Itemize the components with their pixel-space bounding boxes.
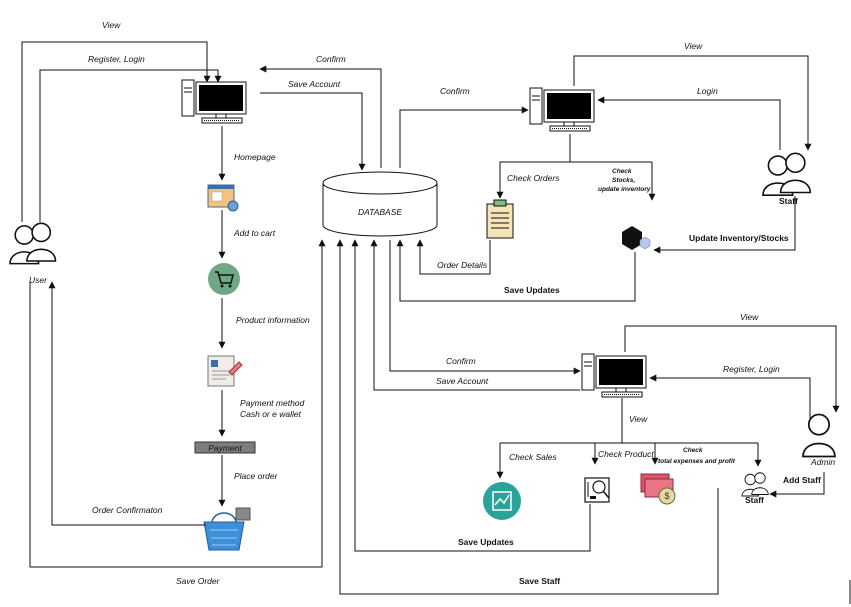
payment-button-label: Payment: [208, 443, 242, 453]
staff-save-updates-label: Save Updates: [504, 285, 560, 295]
check-orders-arrow: [496, 161, 570, 199]
payment-button[interactable]: [194, 441, 256, 454]
cart-icon: [208, 263, 240, 295]
admin-save-updates-label: Save Updates: [458, 537, 514, 547]
money-icon: $: [640, 473, 676, 505]
database-label: DATABASE: [358, 207, 402, 217]
place-order-label: Place order: [234, 471, 279, 481]
view-arrow-user: [21, 41, 211, 222]
save-account-user-label: Save Account: [288, 79, 341, 89]
save-account-arrow-user: [260, 92, 366, 171]
confirm-arrow-admin: [389, 240, 581, 375]
check-expenses-label-1: Check: [683, 447, 703, 454]
check-stocks-label-1: Check: [612, 168, 632, 175]
order-confirmation-arrow: [48, 281, 206, 526]
admin-register-login-label: Register, Login: [723, 364, 780, 374]
add-staff-arrow: [769, 472, 825, 498]
staff-login-label: Login: [697, 86, 718, 96]
view-arrow-admin: [624, 325, 840, 413]
save-order-label: Save Order: [176, 576, 221, 586]
product-information-label: Product information: [236, 315, 310, 325]
login-arrow-staff: [597, 96, 781, 150]
save-account-admin-label: Save Account: [436, 376, 489, 386]
admin-view-top-label: View: [740, 312, 759, 322]
save-updates-arrow-admin: [351, 239, 591, 552]
staff-bottom-icon: [742, 473, 768, 496]
save-account-arrow-admin: [370, 239, 580, 391]
save-order-arrow: [29, 239, 326, 568]
inventory-boxes-icon: [622, 226, 651, 250]
user-actor-label: User: [29, 275, 48, 285]
add-to-cart-label: Add to cart: [233, 228, 276, 238]
admin-actor-icon: [802, 413, 836, 458]
admin-computer-icon[interactable]: [581, 353, 647, 398]
user-view-label: View: [102, 20, 121, 30]
order-details-arrow: [416, 239, 491, 275]
save-staff-label: Save Staff: [519, 576, 560, 586]
check-expenses-label-2: total expenses and profit: [658, 458, 736, 465]
confirm-arrow-staff: [399, 106, 529, 168]
update-inventory-arrow: [653, 196, 796, 254]
check-product-label: Check Product: [598, 449, 654, 459]
confirm-staff-label: Confirm: [440, 86, 470, 96]
product-search-icon: [584, 477, 610, 503]
register-login-arrow-admin: [649, 374, 811, 420]
homepage-label: Homepage: [234, 152, 276, 162]
check-stocks-label-3: update inventory: [598, 186, 651, 193]
user-actor-icon: [10, 223, 56, 263]
check-stocks-label-2: Stocks,: [612, 177, 635, 184]
check-orders-label: Check Orders: [507, 173, 560, 183]
add-staff-label: Add Staff: [783, 475, 821, 485]
order-confirmation-label: Order Confirmaton: [92, 505, 163, 515]
product-info-icon: [207, 355, 243, 387]
staff-view-label: View: [684, 41, 703, 51]
view-arrow-staff: [573, 55, 812, 151]
payment-method-label-1: Payment method: [240, 398, 305, 408]
check-sales-label: Check Sales: [509, 452, 557, 462]
user-computer-icon[interactable]: [181, 79, 247, 124]
sales-chart-icon: [483, 482, 521, 520]
basket-icon: [203, 507, 251, 551]
confirm-admin-label: Confirm: [446, 356, 476, 366]
staff-computer-icon[interactable]: [529, 87, 595, 132]
user-register-login-label: Register, Login: [88, 54, 145, 64]
database-icon: [322, 171, 438, 237]
confirm-arrow-user: [259, 65, 382, 168]
update-inventory-label: Update Inventory/Stocks: [689, 233, 789, 243]
payment-method-label-2: Cash or e wallet: [240, 409, 302, 419]
clipboard-icon: [486, 199, 514, 239]
admin-actor-label: Admin: [810, 457, 835, 467]
svg-text:$: $: [664, 491, 669, 501]
confirm-user-label: Confirm: [316, 54, 346, 64]
register-login-arrow-user: [39, 69, 222, 222]
staff-branch-line: [569, 134, 652, 163]
admin-view-label: View: [629, 414, 648, 424]
staff-actor-label: Staff: [779, 196, 798, 206]
save-staff-arrow: [336, 239, 719, 595]
save-updates-arrow-staff: [396, 239, 636, 302]
order-details-label: Order Details: [437, 260, 488, 270]
staff-actor-icon: [763, 153, 810, 195]
homepage-icon: [207, 184, 239, 212]
staff-bottom-label: Staff: [745, 495, 764, 505]
